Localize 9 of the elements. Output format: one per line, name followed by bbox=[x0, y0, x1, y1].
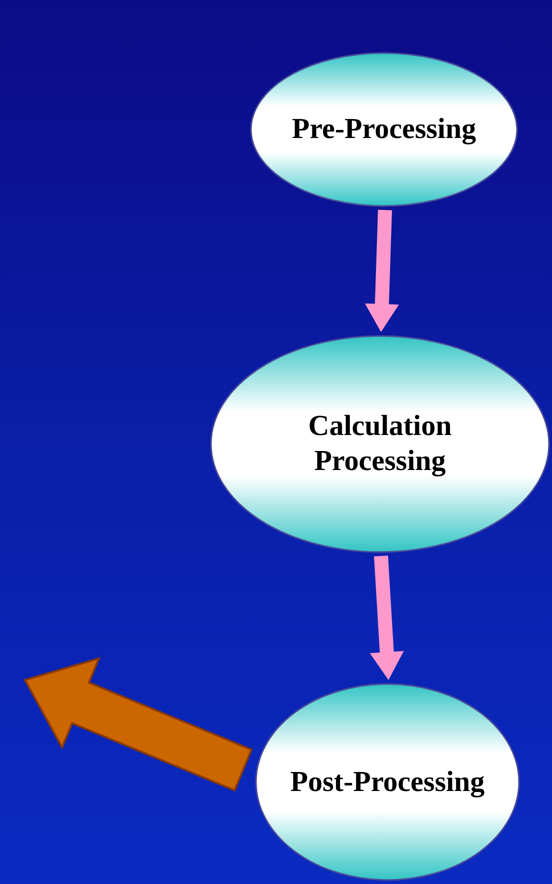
block-arrow bbox=[24, 656, 253, 792]
node-label: Calculation Processing bbox=[307, 409, 453, 479]
node-label: Pre-Processing bbox=[290, 112, 478, 147]
block-arrow bbox=[364, 210, 399, 332]
process-ellipse bbox=[255, 683, 520, 881]
process-ellipse bbox=[250, 52, 518, 207]
process-ellipse bbox=[210, 335, 550, 553]
node-label: Post-Processing bbox=[289, 764, 486, 800]
block-arrow bbox=[370, 556, 404, 680]
